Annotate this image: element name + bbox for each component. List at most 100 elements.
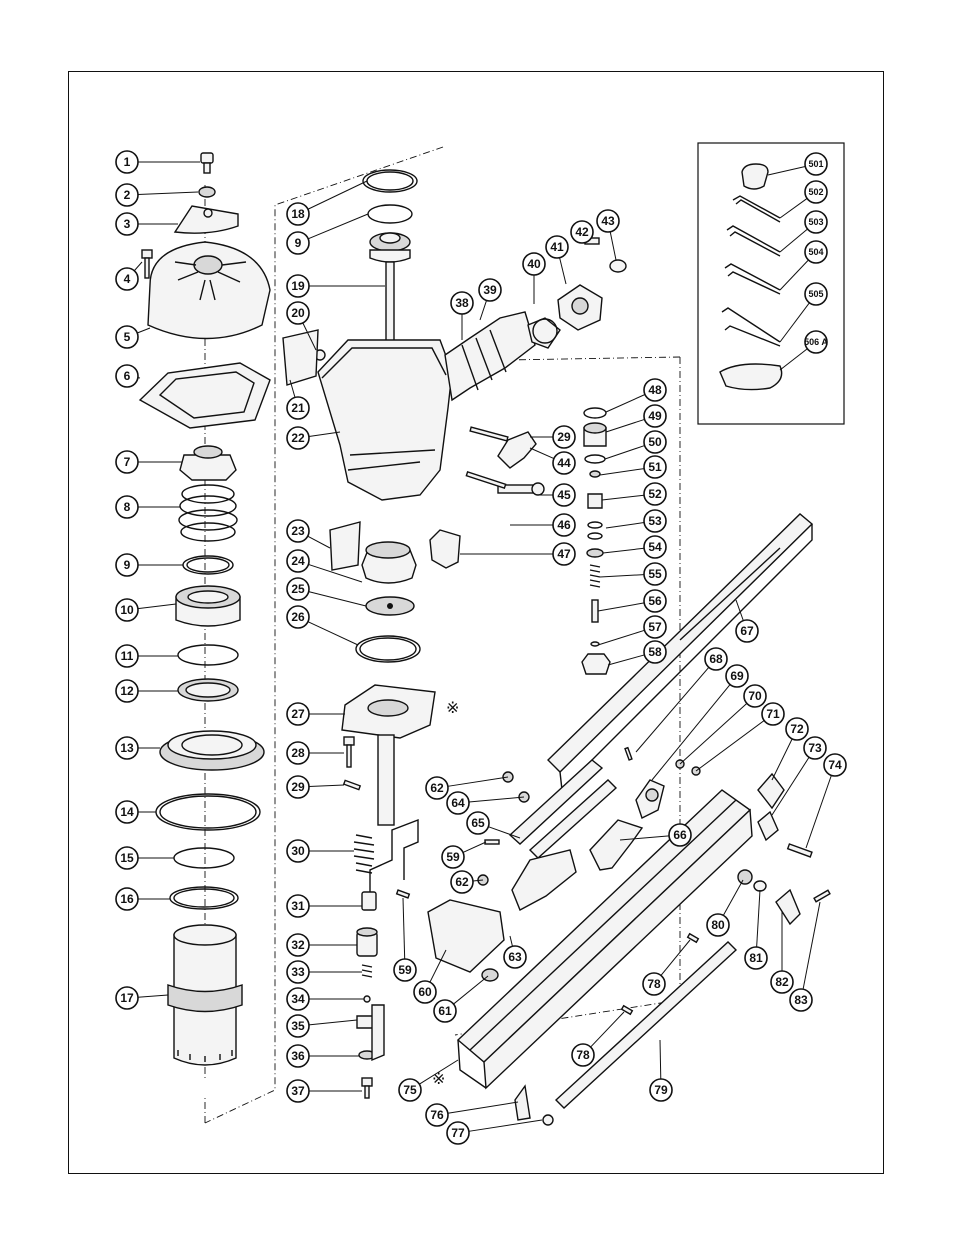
callout-number: 53	[648, 514, 662, 528]
leader-line	[603, 548, 644, 553]
part-callout-25: 25	[287, 578, 309, 600]
callout-number: 56	[648, 594, 662, 608]
callout-number: 10	[120, 603, 134, 617]
part-callout-49: 49	[644, 405, 666, 427]
part-callout-501: 501	[805, 153, 827, 175]
callout-number: 40	[527, 257, 541, 271]
part-callout-24: 24	[287, 550, 309, 572]
part-callout-44: 44	[553, 452, 575, 474]
leader-line	[772, 739, 792, 780]
leader-line	[309, 1020, 357, 1025]
leader-line	[510, 936, 512, 946]
part-callout-76: 76	[426, 1104, 448, 1126]
callout-number: 35	[291, 1019, 305, 1033]
part-callout-18: 18	[287, 203, 309, 225]
callout-number: 41	[550, 240, 564, 254]
part-callout-53: 53	[644, 510, 666, 532]
leader-line	[696, 721, 764, 771]
callout-number: 44	[557, 456, 571, 470]
part-callout-50: 50	[644, 431, 666, 453]
callout-number: 52	[648, 487, 662, 501]
part-callout-45: 45	[553, 484, 575, 506]
part-callout-31: 31	[287, 895, 309, 917]
callout-number: 69	[730, 669, 744, 683]
part-callout-505: 505	[805, 283, 827, 305]
part-callout-29: 29	[287, 776, 309, 798]
part-callout-17: 17	[116, 987, 138, 1009]
part-callout-48: 48	[644, 379, 666, 401]
callout-number: 47	[557, 547, 571, 561]
callout-number: 83	[794, 993, 808, 1007]
part-callout-19: 19	[287, 275, 309, 297]
callout-number: 17	[120, 991, 134, 1005]
part-callout-26: 26	[287, 606, 309, 628]
part-callout-37: 37	[287, 1080, 309, 1102]
callout-number: 503	[808, 217, 823, 227]
callout-number: 36	[291, 1049, 305, 1063]
part-callout-34: 34	[287, 988, 309, 1010]
leader-line	[608, 655, 644, 665]
callout-number: 32	[291, 938, 305, 952]
part-callout-20: 20	[287, 302, 309, 324]
part-callout-63: 63	[504, 946, 526, 968]
part-callout-52: 52	[644, 483, 666, 505]
callout-number: 24	[291, 554, 305, 568]
part-callout-28: 28	[287, 742, 309, 764]
leader-line	[757, 890, 760, 947]
part-callout-64: 64	[447, 792, 469, 814]
accessory-parts	[720, 164, 782, 390]
part-callout-42: 42	[571, 221, 593, 243]
callout-number: 506 A	[804, 337, 828, 347]
callout-number: 62	[430, 781, 444, 795]
callout-number: 14	[120, 805, 134, 819]
part-callout-10: 10	[116, 599, 138, 621]
callout-number: 48	[648, 383, 662, 397]
callout-number: 27	[291, 707, 305, 721]
part-callout-9: 9	[116, 554, 138, 576]
part-callout-3: 3	[116, 213, 138, 235]
leader-line	[600, 469, 644, 475]
callout-number: 28	[291, 746, 305, 760]
callout-number: 81	[749, 951, 763, 965]
part-callout-29: 29	[553, 426, 575, 448]
leader-line	[780, 198, 807, 218]
part-callout-5: 5	[116, 326, 138, 348]
callout-number: 78	[647, 977, 661, 991]
part-callout-58: 58	[644, 641, 666, 663]
callout-number: 82	[775, 975, 789, 989]
callout-number: 4	[124, 272, 131, 286]
callout-number: 57	[648, 620, 662, 634]
part-callout-503: 503	[805, 211, 827, 233]
leader-line	[454, 976, 488, 1004]
callout-number: 31	[291, 899, 305, 913]
callout-number: 33	[291, 965, 305, 979]
callout-number: 79	[654, 1083, 668, 1097]
callout-number: 34	[291, 992, 305, 1006]
part-callout-504: 504	[805, 241, 827, 263]
part-callout-68: 68	[705, 648, 727, 670]
callout-number: 30	[291, 844, 305, 858]
part-callout-62: 62	[451, 871, 473, 893]
part-callout-15: 15	[116, 847, 138, 869]
leader-line	[403, 898, 405, 959]
part-callout-1: 1	[116, 151, 138, 173]
part-callout-6: 6	[116, 365, 138, 387]
callout-number: 19	[291, 279, 305, 293]
callout-number: 80	[711, 918, 725, 932]
callout-number: 5	[124, 330, 131, 344]
callout-number: 12	[120, 684, 134, 698]
part-callout-74: 74	[824, 754, 846, 776]
callout-number: 2	[124, 188, 131, 202]
leader-line	[530, 448, 554, 459]
part-callout-4: 4	[116, 268, 138, 290]
callout-number: 42	[575, 225, 589, 239]
callout-number: 59	[398, 963, 412, 977]
callout-number: 68	[709, 652, 723, 666]
part-callout-72: 72	[786, 718, 808, 740]
leader-line	[308, 536, 330, 548]
leader-line	[138, 995, 168, 997]
leader-line	[448, 1102, 518, 1113]
magazine-assembly	[397, 514, 830, 1125]
leader-line	[606, 523, 644, 528]
leader-line	[652, 685, 730, 780]
